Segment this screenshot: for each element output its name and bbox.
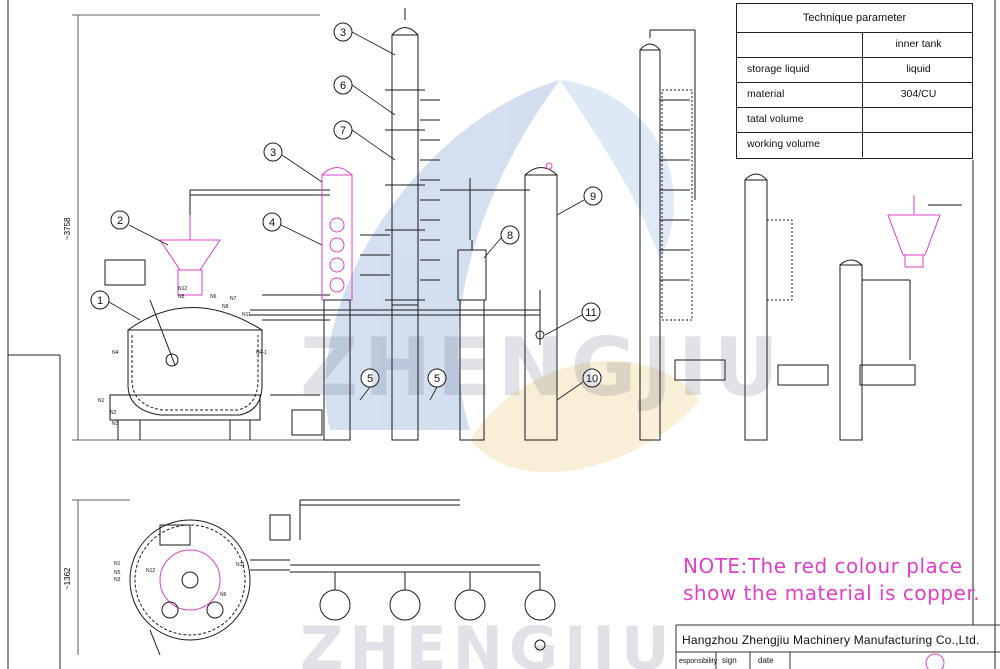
nozzle-plan-n3: N3 bbox=[114, 577, 121, 583]
parameter-header-left bbox=[737, 32, 863, 57]
nozzle-n12: N12 bbox=[178, 286, 187, 292]
parameter-value bbox=[863, 107, 974, 132]
callout-numbers: 3 6 7 3 2 4 8 9 1 11 5 5 10 bbox=[97, 27, 598, 385]
callout-10: 10 bbox=[586, 373, 598, 385]
callout-9: 9 bbox=[590, 191, 596, 203]
watermark-text-top: ZHENGJIU bbox=[300, 321, 785, 414]
callout-8: 8 bbox=[507, 230, 513, 242]
parameter-label: storage liquid bbox=[737, 57, 863, 82]
technique-parameter-table: Technique parameter inner tank storage l… bbox=[736, 3, 973, 159]
nozzle-n1: N1 bbox=[98, 398, 105, 404]
parameter-header-row: inner tank bbox=[737, 32, 972, 58]
copper-note-line-2: show the material is copper. bbox=[683, 581, 981, 605]
callout-1: 1 bbox=[97, 295, 103, 307]
watermark-text-bottom: ZHENGJIU bbox=[300, 614, 676, 669]
parameter-label: working volume bbox=[737, 132, 863, 157]
nozzle-labels: N12 N5 N6 N7 N8 N11 N4 N4-1 N1 N2 N3 N12… bbox=[98, 286, 267, 598]
parameter-table-title: Technique parameter bbox=[737, 4, 972, 33]
front-elevation bbox=[104, 8, 558, 441]
callout-11: 11 bbox=[585, 307, 596, 319]
copper-note: NOTE:The red colour place show the mater… bbox=[683, 553, 980, 607]
callout-3a: 3 bbox=[340, 27, 346, 39]
parameter-label: material bbox=[737, 82, 863, 107]
callout-leaders bbox=[108, 31, 585, 401]
nozzle-n4-1: N4-1 bbox=[256, 350, 267, 356]
dimension-lines bbox=[72, 14, 330, 655]
parameter-value: 304/CU bbox=[900, 88, 937, 100]
callout-bubbles bbox=[90, 22, 603, 388]
company-name: Hangzhou Zhengjiu Machinery Manufacturin… bbox=[682, 633, 980, 647]
nozzle-n7: N7 bbox=[230, 296, 237, 302]
parameter-value bbox=[863, 132, 974, 157]
callout-5b: 5 bbox=[434, 373, 440, 385]
watermark-logo bbox=[325, 80, 700, 473]
nozzle-n11: N11 bbox=[242, 312, 251, 318]
parameter-label: tatal volume bbox=[737, 107, 863, 132]
side-elevation bbox=[639, 29, 962, 441]
nozzle-plan-n11: N11 bbox=[236, 562, 245, 568]
nozzle-plan-n5: N5 bbox=[114, 570, 121, 576]
title-block-grid bbox=[675, 624, 1000, 669]
callout-2: 2 bbox=[117, 215, 123, 227]
dimension-label-plan: ~1362 bbox=[63, 567, 72, 590]
title-block-sign: sign bbox=[722, 656, 737, 665]
callout-5a: 5 bbox=[367, 373, 373, 385]
nozzle-n8: N8 bbox=[222, 304, 229, 310]
callout-4: 4 bbox=[269, 217, 275, 229]
parameter-row: tatal volume bbox=[737, 107, 972, 133]
callout-6: 6 bbox=[340, 80, 346, 92]
title-block-responsibility: esponsibility bbox=[679, 658, 718, 665]
nozzle-plan-n12: N12 bbox=[146, 568, 155, 574]
callout-3b: 3 bbox=[270, 147, 276, 159]
nozzle-plan-n6: N6 bbox=[220, 592, 227, 598]
plan-view bbox=[129, 499, 556, 656]
nozzle-n3: N3 bbox=[112, 421, 119, 427]
parameter-row: working volume bbox=[737, 132, 972, 157]
callout-7: 7 bbox=[340, 125, 346, 137]
nozzle-n2: N2 bbox=[110, 410, 117, 416]
parameter-row: material 304/CU bbox=[737, 82, 972, 108]
copper-note-line-1: NOTE:The red colour place bbox=[683, 554, 963, 578]
sheet-border bbox=[7, 0, 996, 669]
parameter-header-inner-tank: inner tank bbox=[895, 38, 942, 50]
nozzle-n5: N5 bbox=[178, 294, 185, 300]
nozzle-n6: N6 bbox=[210, 294, 217, 300]
nozzle-plan-n1: N1 bbox=[114, 561, 121, 567]
nozzle-n4: N4 bbox=[112, 350, 119, 356]
parameter-value: liquid bbox=[906, 63, 931, 75]
title-block-date: date bbox=[758, 656, 774, 665]
dimension-label-main: ~3758 bbox=[63, 217, 72, 240]
parameter-row: storage liquid liquid bbox=[737, 57, 972, 83]
